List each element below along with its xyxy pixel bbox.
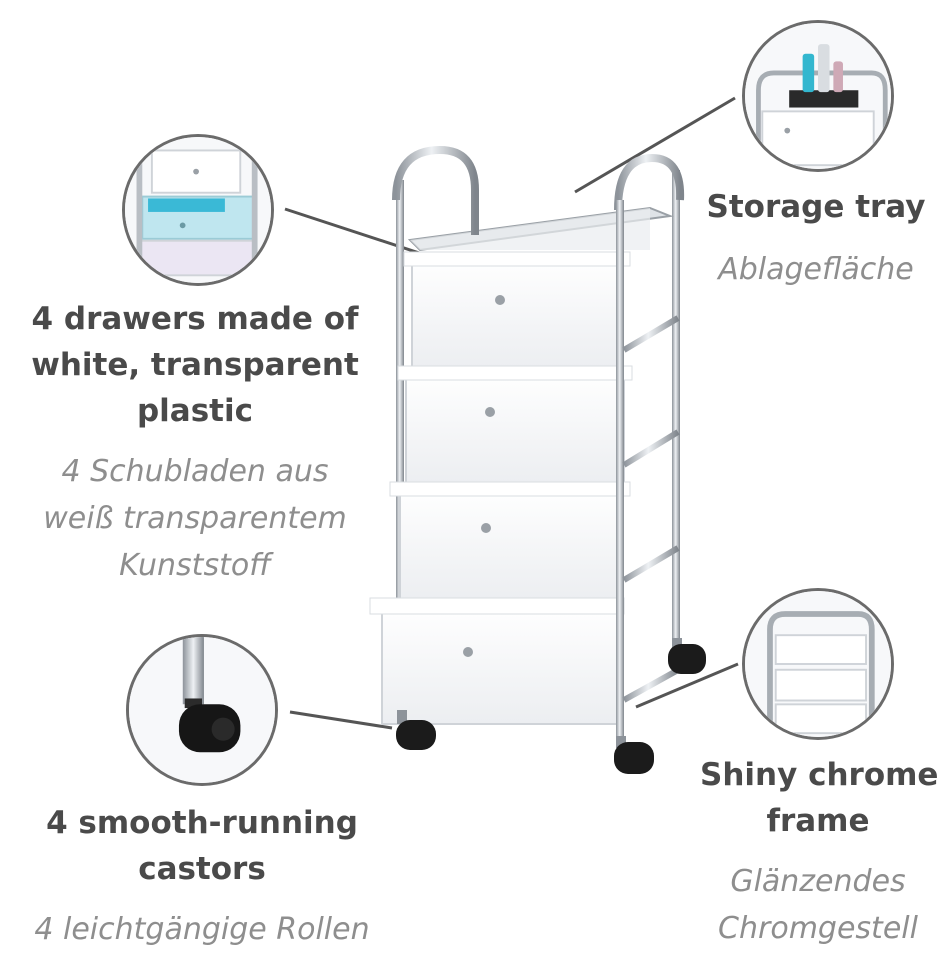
frame-title-line: Shiny chrome [700,757,939,793]
rolling-cart-illustration [369,145,706,774]
drawers-title-line: plastic [136,393,253,429]
inset-storage-tray-closeup [742,20,894,172]
tray-subtitle-line: Ablagefläche [718,252,914,287]
drawer-4 [369,597,625,725]
drawer-1 [403,251,631,369]
inset-castor-closeup [126,634,278,786]
castors-subtitle-line: 4 leichtgängige Rollen [34,912,370,947]
frame-title-line: frame [766,803,870,839]
castor-back-right [668,638,706,674]
drawer-2 [397,365,633,485]
tray-title-line: Storage tray [706,189,926,225]
feature-drawers: 4 drawers made of white, transparent pla… [20,296,370,589]
feature-storage-tray: Storage tray Ablagefläche [696,184,936,293]
back-post-right [672,170,680,640]
handle-right [614,153,685,211]
drawers-subtitle-line: Kunststoff [119,548,271,583]
frame-subtitle-line: Chromgestell [718,911,918,946]
feature-chrome-frame: Shiny chrome frame Glänzendes Chromgeste… [700,752,939,952]
handle-left [392,145,479,235]
castors-title: 4 smooth-running castors [2,800,402,892]
drawers-title-line: white, transparent [31,347,359,383]
back-post-left [396,180,404,720]
drawers-subtitle: 4 Schubladen aus weiß transparentem Kuns… [20,448,370,589]
frame-title: Shiny chrome frame [700,752,939,844]
drawers-title: 4 drawers made of white, transparent pla… [20,296,370,434]
frame-subtitle-line: Glänzendes [730,864,906,899]
drawers-subtitle-line: 4 Schubladen aus [61,454,329,489]
castor-front-left [396,710,436,750]
castor-front-right [614,736,654,774]
inset-drawers-closeup [122,134,274,286]
castors-subtitle: 4 leichtgängige Rollen [2,906,402,953]
tray-subtitle: Ablagefläche [696,246,936,293]
inset-chrome-frame-closeup [742,588,894,740]
drawer-3 [389,481,631,601]
frame-subtitle: Glänzendes Chromgestell [700,858,936,952]
drawers-subtitle-line: weiß transparentem [43,501,347,536]
castors-title-line: castors [138,851,266,887]
feature-castors: 4 smooth-running castors 4 leichtgängige… [2,800,402,953]
tray-title: Storage tray [696,184,936,230]
front-post-right [616,200,624,740]
castors-title-line: 4 smooth-running [46,805,358,841]
drawers-title-line: 4 drawers made of [31,301,359,337]
